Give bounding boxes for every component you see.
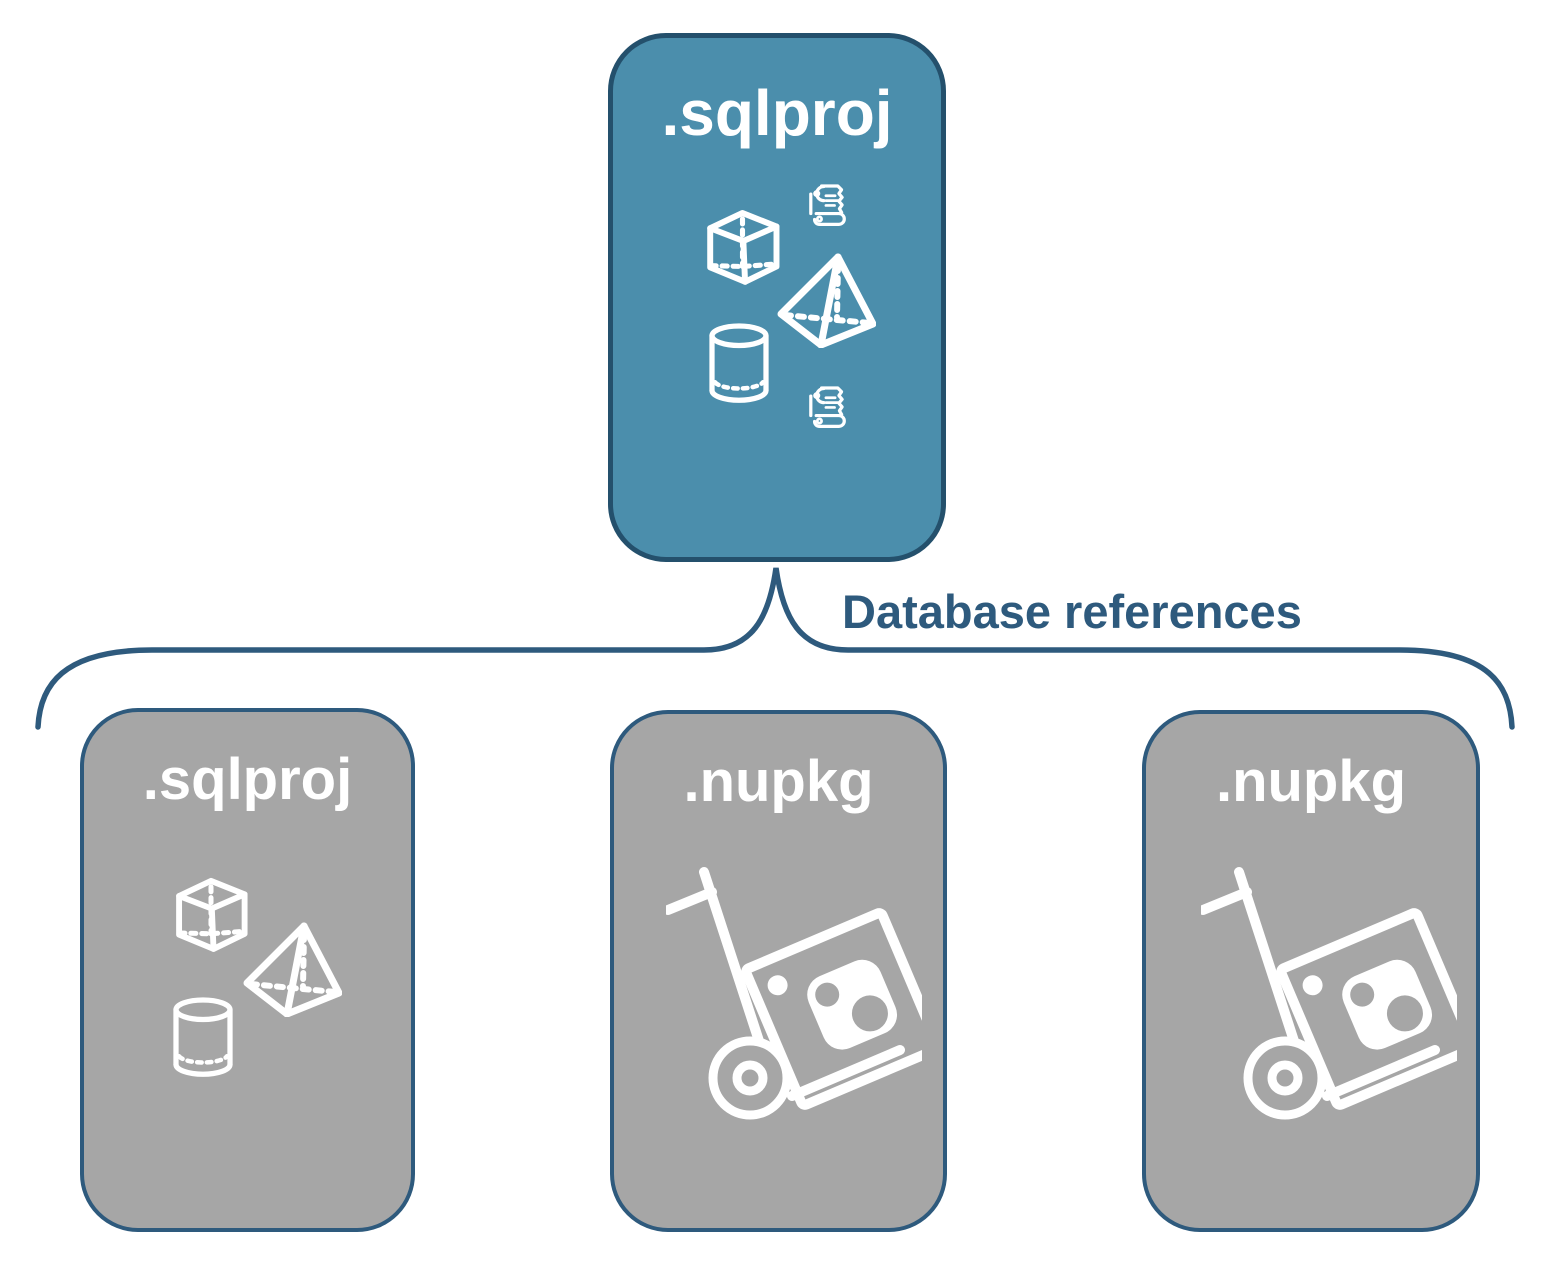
node-title: .nupkg <box>683 749 874 814</box>
node-title: .sqlproj <box>142 747 353 812</box>
node-nupkg-child-1: .nupkg <box>610 710 947 1232</box>
scroll-icon <box>809 184 846 226</box>
pyramid-icon <box>777 253 876 348</box>
relationship-label: Database references <box>842 585 1302 638</box>
node-title: .sqlproj <box>661 77 893 149</box>
node-nupkg-child-2: .nupkg <box>1142 710 1480 1232</box>
node-title: .nupkg <box>1215 749 1407 814</box>
cube-icon <box>707 209 780 285</box>
cube-icon <box>176 877 248 952</box>
cylinder-icon <box>173 997 233 1077</box>
node-sqlproj-child: .sqlproj <box>80 708 415 1232</box>
hand-truck-package-icon <box>1201 867 1457 1120</box>
scroll-icon <box>809 386 846 428</box>
hand-truck-package-icon <box>666 867 922 1120</box>
node-sqlproj-parent: .sqlproj <box>608 33 946 562</box>
pyramid-icon <box>243 922 342 1017</box>
cylinder-icon <box>709 323 769 403</box>
